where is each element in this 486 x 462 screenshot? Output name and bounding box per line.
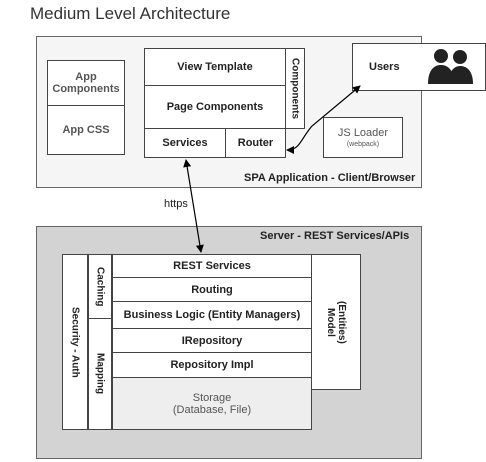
security-box: Security - Auth [62,254,88,430]
components-side-box: Components [285,48,305,129]
components-side-label: Components [289,57,301,120]
routing-box: Routing [112,277,312,302]
irepository-box: IRepository [112,328,312,353]
model-sub: (Entities) [336,300,347,344]
mapping-box: Mapping [88,318,112,430]
users-box: Users [352,43,486,91]
caching-box: Caching [88,254,112,319]
business-logic-box: Business Logic (Entity Managers) [112,301,312,329]
client-caption: SPA Application - Client/Browser [244,172,416,184]
model-box: Model (Entities) [311,254,361,390]
https-label: https [164,198,188,210]
storage-box: Storage (Database, File) [112,377,312,430]
js-loader-box: JS Loader (webpack) [323,117,403,158]
app-components-box: App Components [47,60,125,106]
services-box: Services [144,128,226,158]
page-components-box: Page Components [144,85,286,129]
js-loader-label: JS Loader [337,127,389,139]
security-label: Security - Auth [69,306,81,378]
js-loader-sub: (webpack) [346,141,380,148]
model-label: Model [325,307,336,337]
mapping-label: Mapping [94,353,106,395]
storage-label: Storage [192,391,232,404]
view-template-box: View Template [144,48,286,86]
rest-services-box: REST Services [112,254,312,278]
router-box: Router [225,128,286,158]
repository-impl-box: Repository Impl [112,352,312,378]
storage-sub: (Database, File) [172,403,252,416]
diagram-title: Medium Level Architecture [30,4,231,23]
app-css-box: App CSS [47,105,125,155]
caching-label: Caching [94,266,106,307]
server-caption: Server - REST Services/APIs [260,230,410,242]
